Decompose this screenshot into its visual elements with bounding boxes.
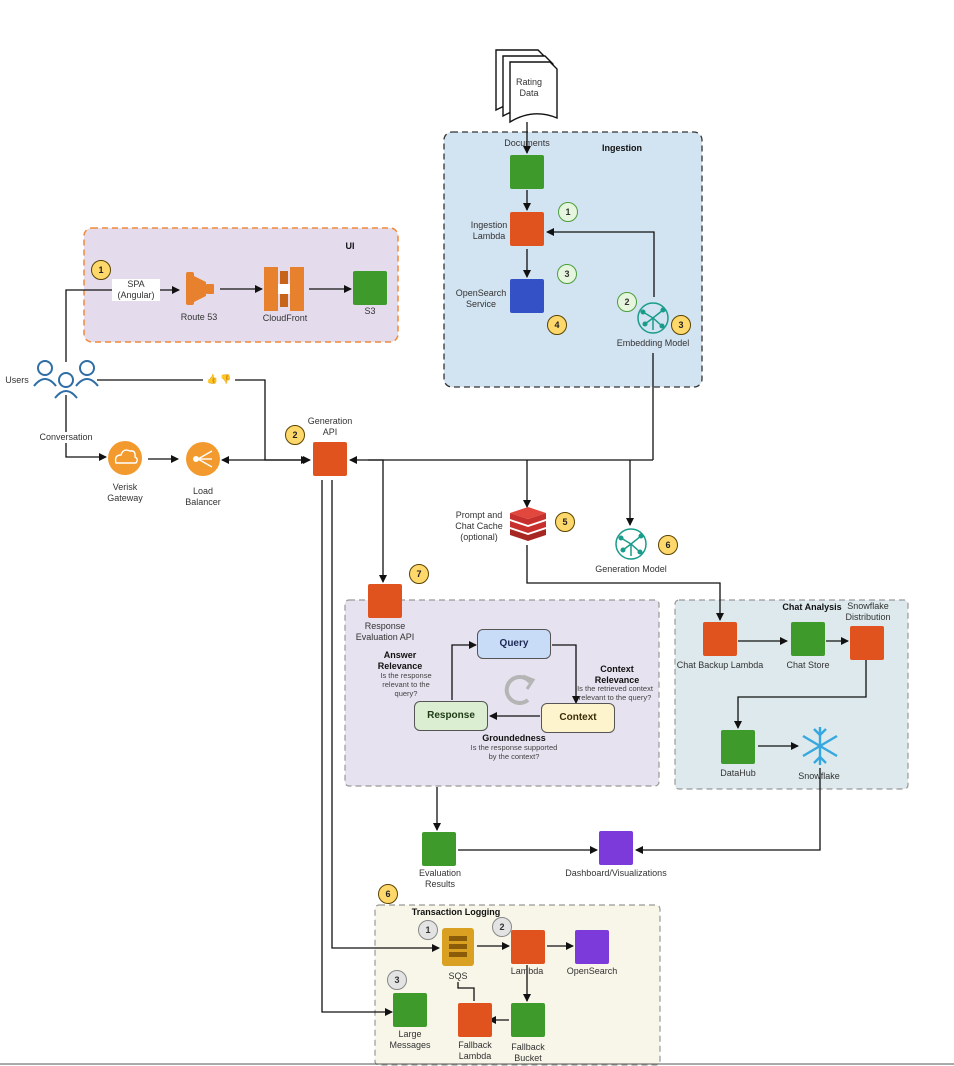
verisk-gateway-icon	[108, 441, 142, 475]
large-messages-label: Large Messages	[389, 1029, 431, 1050]
sqs-icon	[442, 928, 474, 966]
answer-relevance-title: Answer Relevance	[377, 650, 423, 671]
feedback-thumbs[interactable]: 👍 👎	[203, 374, 235, 385]
opensearch-label: OpenSearch	[566, 966, 618, 976]
datahub-label: DataHub	[720, 768, 756, 778]
generation-api-label: Generation API	[307, 416, 353, 437]
query-node: Query	[477, 629, 551, 659]
verisk-gateway-label: Verisk Gateway	[107, 482, 143, 503]
generation-api-icon	[313, 442, 347, 476]
dashboard-visualizations-label: Dashboard/Visualizations	[565, 868, 667, 878]
ingestion-lambda-icon	[510, 212, 544, 246]
users-label: Users	[5, 375, 29, 385]
embedding-step-2-badge: 2	[617, 292, 637, 312]
logging-step-1-badge: 1	[418, 920, 438, 940]
fallback-lambda-label: Fallback Lambda	[458, 1040, 492, 1061]
cloudfront-icon	[264, 267, 304, 311]
lambda-label: Lambda	[510, 966, 544, 976]
embedding-model-icon	[637, 302, 669, 334]
snowflake-label: Snowflake	[798, 771, 840, 781]
load-balancer-label: Load Balancer	[185, 486, 221, 507]
evaluation-results-label: Evaluation Results	[418, 868, 462, 889]
users-icon	[33, 360, 99, 399]
context-node: Context	[541, 703, 615, 733]
chat-store-icon	[791, 622, 825, 656]
prompt-cache-label: Prompt and Chat Cache (optional)	[455, 510, 503, 542]
ingestion-step-1-badge: 1	[558, 202, 578, 222]
response-node: Response	[414, 701, 488, 731]
cycle-refresh-icon	[504, 674, 536, 705]
chat-backup-lambda-label: Chat Backup Lambda	[676, 660, 764, 670]
prompt-chat-cache-icon	[510, 507, 546, 541]
groundedness-title: Groundedness	[482, 733, 546, 743]
chat-backup-lambda-icon	[703, 622, 737, 656]
ingestion-lambda-label: Ingestion Lambda	[470, 220, 508, 241]
rating-data-documents-icon	[495, 49, 558, 124]
opensearch-service-icon	[510, 279, 544, 313]
s3-label: S3	[364, 306, 376, 316]
evaluation-step-7-badge: 7	[409, 564, 429, 584]
embedding-model-label: Embedding Model	[616, 338, 690, 348]
generation-model-label: Generation Model	[595, 564, 667, 574]
s3-bucket-icon	[353, 271, 387, 305]
answer-relevance-desc: Is the response relevant to the query?	[380, 671, 432, 698]
generation-step-2-badge: 2	[285, 425, 305, 445]
evaluation-results-icon	[422, 832, 456, 866]
conversation-label: Conversation	[36, 432, 96, 443]
lambda-icon	[511, 930, 545, 964]
spa-label: SPA (Angular)	[112, 279, 160, 301]
logging-step-3-badge: 3	[387, 970, 407, 990]
route53-icon	[186, 272, 214, 305]
ingestion-group-box	[443, 131, 703, 388]
context-relevance-desc: Is the retrieved context relevant to the…	[577, 684, 653, 702]
response-evaluation-api-label: Response Evaluation API	[355, 621, 415, 642]
cloudfront-label: CloudFront	[262, 313, 308, 323]
ingestion-group-title: Ingestion	[602, 143, 642, 153]
fallback-lambda-icon	[458, 1003, 492, 1037]
fallback-bucket-label: Fallback Bucket	[511, 1042, 545, 1063]
opensearch-service-label: OpenSearch Service	[455, 288, 507, 309]
embedding-step-3-badge: 3	[671, 315, 691, 335]
load-balancer-icon	[186, 442, 220, 476]
ui-group-title: UI	[345, 241, 355, 251]
ui-group-box	[83, 227, 399, 343]
snowflake-distribution-icon	[850, 626, 884, 660]
documents-bucket-icon	[510, 155, 544, 189]
evaluation-group-box	[344, 599, 660, 787]
rating-data-label: Rating Data	[515, 77, 542, 98]
opensearch-icon	[575, 930, 609, 964]
cache-step-5-badge: 5	[555, 512, 575, 532]
generation-model-icon	[615, 528, 647, 560]
sqs-label: SQS	[444, 971, 472, 982]
chat-store-label: Chat Store	[786, 660, 830, 670]
fallback-bucket-icon	[511, 1003, 545, 1037]
route53-label: Route 53	[180, 312, 218, 322]
generation-model-step-6-badge: 6	[658, 535, 678, 555]
logging-step-2-badge: 2	[492, 917, 512, 937]
context-relevance-title: Context Relevance	[594, 664, 640, 685]
ui-step-1-badge: 1	[91, 260, 111, 280]
snowflake-distribution-label: Snowflake Distribution	[845, 601, 891, 622]
groundedness-desc: Is the response supported by the context…	[470, 743, 558, 761]
chat-analysis-group-title: Chat Analysis	[782, 602, 842, 612]
large-messages-icon	[393, 993, 427, 1027]
ingestion-step-4-badge: 4	[547, 315, 567, 335]
documents-label: Documents	[504, 138, 550, 148]
response-evaluation-api-icon	[368, 584, 402, 618]
ingestion-step-3-badge: 3	[557, 264, 577, 284]
logging-step-6-badge: 6	[378, 884, 398, 904]
dashboard-visualizations-icon	[599, 831, 633, 865]
datahub-icon	[721, 730, 755, 764]
transaction-logging-group-title: Transaction Logging	[411, 907, 501, 917]
snowflake-icon	[802, 727, 838, 765]
